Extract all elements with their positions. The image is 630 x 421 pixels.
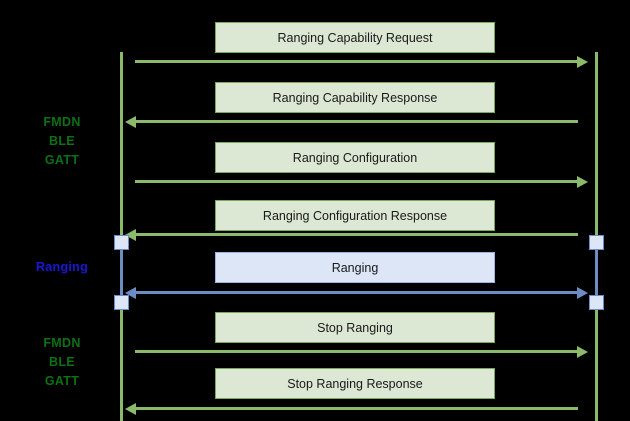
message-label: Ranging Configuration (292, 150, 418, 165)
phase-label-3: FMDN BLE GATT (43, 336, 81, 388)
message-arrowhead-right-3 (577, 175, 588, 188)
message-arrow-line-7 (135, 407, 578, 410)
message-label: Stop Ranging (317, 320, 393, 335)
message-label: Stop Ranging Response (287, 376, 423, 391)
message-arrow-line-1 (135, 60, 578, 63)
message-arrowhead-right-5 (577, 286, 588, 299)
message-label: Ranging (331, 260, 379, 275)
message-arrowhead-right-6 (577, 345, 588, 358)
message-arrowhead-left-4 (125, 228, 136, 241)
phase-label-1: FMDN BLE GATT (43, 115, 81, 167)
ranging-activation-right-bar (595, 242, 598, 302)
message-arrowhead-left-7 (125, 402, 136, 415)
ranging-activation-left-start-node (114, 234, 129, 250)
message-box-6: Stop Ranging (215, 312, 495, 343)
message-arrowhead-left-5 (125, 286, 136, 299)
message-box-7: Stop Ranging Response (215, 368, 495, 399)
message-box-4: Ranging Configuration Response (215, 200, 495, 231)
message-box-5: Ranging (215, 252, 495, 283)
message-label: Ranging Configuration Response (262, 208, 448, 223)
message-box-3: Ranging Configuration (215, 142, 495, 173)
ranging-activation-left-bar (120, 242, 123, 302)
phase-label-2: Ranging (35, 260, 89, 274)
ranging-activation-right-start-node (589, 234, 604, 250)
message-box-1: Ranging Capability Request (215, 22, 495, 53)
message-arrow-line-3 (135, 180, 578, 183)
message-arrow-line-4 (135, 233, 578, 236)
message-arrow-line-6 (135, 350, 578, 353)
message-arrowhead-left-2 (125, 115, 136, 128)
message-label: Ranging Capability Request (277, 30, 433, 45)
message-arrow-line-5 (135, 291, 578, 294)
message-arrow-line-2 (135, 120, 578, 123)
message-label: Ranging Capability Response (272, 90, 438, 105)
ranging-activation-left-end-node (114, 294, 129, 310)
ranging-activation-right-end-node (589, 294, 604, 310)
message-arrowhead-right-1 (577, 55, 588, 68)
message-box-2: Ranging Capability Response (215, 82, 495, 113)
